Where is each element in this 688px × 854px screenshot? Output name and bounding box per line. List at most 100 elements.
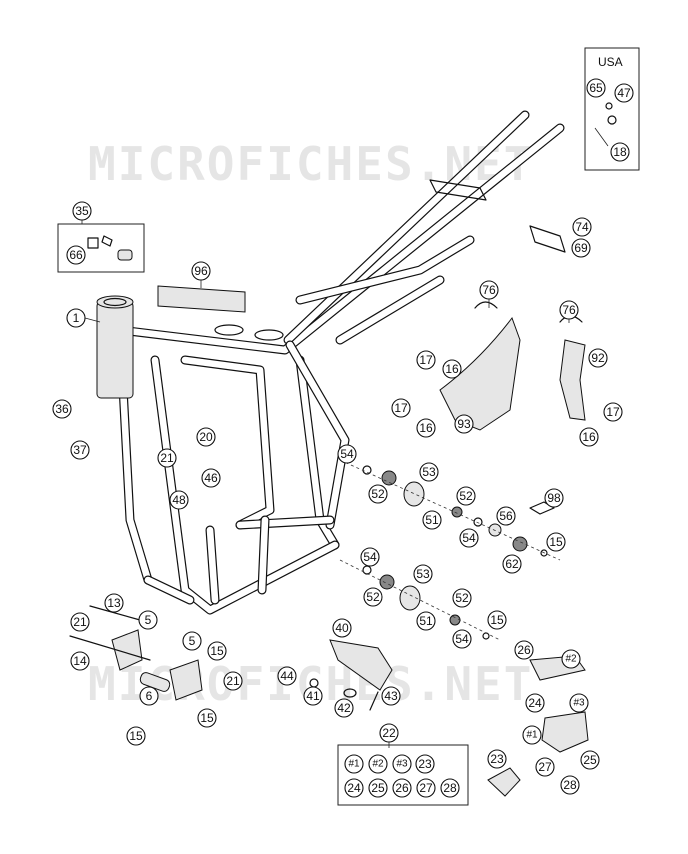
callout: 92 <box>588 348 608 368</box>
callout: #2 <box>561 649 581 669</box>
svg-text:14: 14 <box>73 654 87 668</box>
svg-text:35: 35 <box>75 204 89 218</box>
callout: 22 <box>379 723 399 743</box>
svg-text:18: 18 <box>613 145 627 159</box>
svg-text:#3: #3 <box>396 759 408 770</box>
guard-part-23 <box>487 767 521 797</box>
box-35-66-parts <box>87 235 133 261</box>
callout: 65 <box>586 78 606 98</box>
svg-text:25: 25 <box>371 781 385 795</box>
callout: 37 <box>70 440 90 460</box>
svg-text:92: 92 <box>591 351 605 365</box>
svg-text:21: 21 <box>226 674 240 688</box>
callout: 26 <box>392 778 412 798</box>
svg-text:44: 44 <box>280 669 294 683</box>
callout: 52 <box>452 588 472 608</box>
callout: 98 <box>544 488 564 508</box>
callout: 14 <box>70 651 90 671</box>
callout: 36 <box>52 399 72 419</box>
svg-text:6: 6 <box>146 689 153 703</box>
svg-text:27: 27 <box>538 760 552 774</box>
callout: 48 <box>169 490 189 510</box>
svg-text:23: 23 <box>490 752 504 766</box>
callout: 28 <box>440 778 460 798</box>
svg-text:69: 69 <box>574 241 588 255</box>
callout: 21 <box>223 671 243 691</box>
svg-text:#2: #2 <box>565 654 577 665</box>
svg-text:27: 27 <box>419 781 433 795</box>
callout: 27 <box>416 778 436 798</box>
svg-text:#1: #1 <box>348 759 360 770</box>
callout: 20 <box>196 427 216 447</box>
svg-text:5: 5 <box>189 634 196 648</box>
callout: 76 <box>559 300 579 320</box>
side-cover-93 <box>439 316 521 431</box>
svg-text:52: 52 <box>455 591 469 605</box>
clip-76a <box>474 301 498 309</box>
svg-text:15: 15 <box>200 711 214 725</box>
svg-text:28: 28 <box>563 778 577 792</box>
callout: 25 <box>368 778 388 798</box>
watermark-top: MICROFICHES.NET <box>88 137 533 191</box>
callout: #1 <box>344 754 364 774</box>
callout: #2 <box>368 754 388 774</box>
svg-text:#1: #1 <box>526 730 538 741</box>
svg-text:20: 20 <box>199 430 213 444</box>
svg-text:40: 40 <box>335 621 349 635</box>
svg-text:17: 17 <box>419 353 433 367</box>
callout: 21 <box>70 612 90 632</box>
footpeg-40 <box>329 639 393 691</box>
callout: 62 <box>502 554 522 574</box>
svg-text:17: 17 <box>394 401 408 415</box>
callouts: 1 5 5 6 13 14 15 15 15 15 15 16 16 16 17… <box>52 78 634 798</box>
svg-text:16: 16 <box>419 421 433 435</box>
svg-text:52: 52 <box>459 489 473 503</box>
callout: 5 <box>182 631 202 651</box>
pin-43 <box>369 691 379 711</box>
usa-label: USA <box>598 55 623 69</box>
side-cover-92 <box>559 339 586 421</box>
callout: 16 <box>579 427 599 447</box>
svg-text:17: 17 <box>606 405 620 419</box>
svg-text:15: 15 <box>490 613 504 627</box>
svg-text:25: 25 <box>583 753 597 767</box>
svg-text:48: 48 <box>172 493 186 507</box>
callout: 17 <box>391 398 411 418</box>
callout: 93 <box>454 414 474 434</box>
callout: 21 <box>157 448 177 468</box>
clip-98 <box>529 501 555 515</box>
svg-text:#3: #3 <box>573 698 585 709</box>
svg-text:54: 54 <box>455 632 469 646</box>
callout: 26 <box>514 640 534 660</box>
callout: 17 <box>416 350 436 370</box>
bracket-74 <box>529 225 566 253</box>
svg-text:#2: #2 <box>372 759 384 770</box>
svg-text:13: 13 <box>107 596 121 610</box>
callout: #3 <box>569 693 589 713</box>
callout: 42 <box>334 698 354 718</box>
plate-96 <box>157 285 246 313</box>
leader-lines <box>81 220 570 748</box>
svg-text:47: 47 <box>617 86 631 100</box>
svg-text:24: 24 <box>347 781 361 795</box>
svg-text:74: 74 <box>575 220 589 234</box>
callout: 16 <box>416 418 436 438</box>
callout: 41 <box>303 686 323 706</box>
callout: 15 <box>546 532 566 552</box>
callout: 23 <box>487 749 507 769</box>
svg-text:37: 37 <box>73 443 87 457</box>
tank-mounts <box>214 324 284 341</box>
svg-text:93: 93 <box>457 417 471 431</box>
callout: 15 <box>487 610 507 630</box>
callout: 56 <box>496 506 516 526</box>
callout: 51 <box>416 611 436 631</box>
callout: 54 <box>452 629 472 649</box>
callout: 24 <box>525 693 545 713</box>
callout: 16 <box>442 359 462 379</box>
callout: #1 <box>522 725 542 745</box>
svg-text:54: 54 <box>340 447 354 461</box>
svg-text:22: 22 <box>382 726 396 740</box>
box-22-group <box>337 744 469 806</box>
callout: 52 <box>363 587 383 607</box>
